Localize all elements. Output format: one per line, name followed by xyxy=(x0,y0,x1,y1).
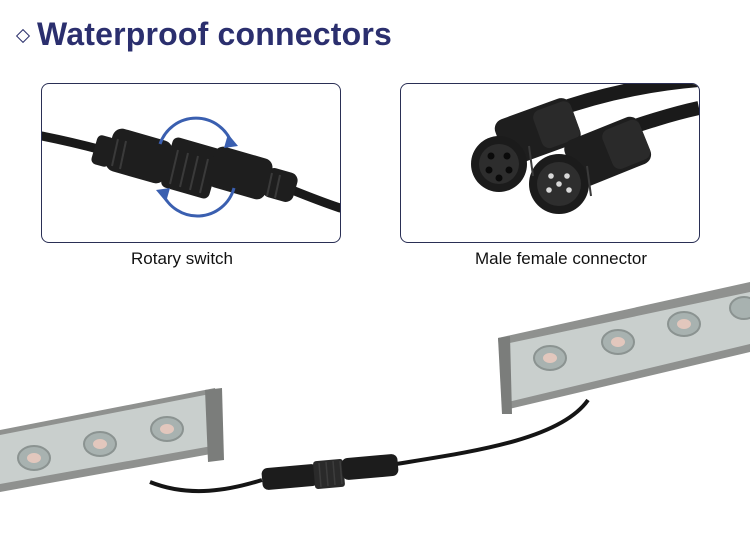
page-title: Waterproof connectors xyxy=(37,16,393,52)
male-female-connector-image xyxy=(471,84,699,214)
male-female-panel xyxy=(400,83,700,243)
rotary-switch-image xyxy=(42,116,340,218)
right-led-bar xyxy=(498,282,750,414)
inline-connector xyxy=(261,454,399,490)
rotary-switch-caption: Rotary switch xyxy=(130,249,234,268)
diamond-bullet-icon xyxy=(15,28,31,43)
male-female-caption: Male female connector xyxy=(475,249,647,268)
led-wall-washer-scene xyxy=(0,282,750,494)
title-row: Waterproof connectors xyxy=(15,16,393,53)
rotary-switch-panel xyxy=(41,83,341,243)
left-led-bar xyxy=(0,388,224,492)
